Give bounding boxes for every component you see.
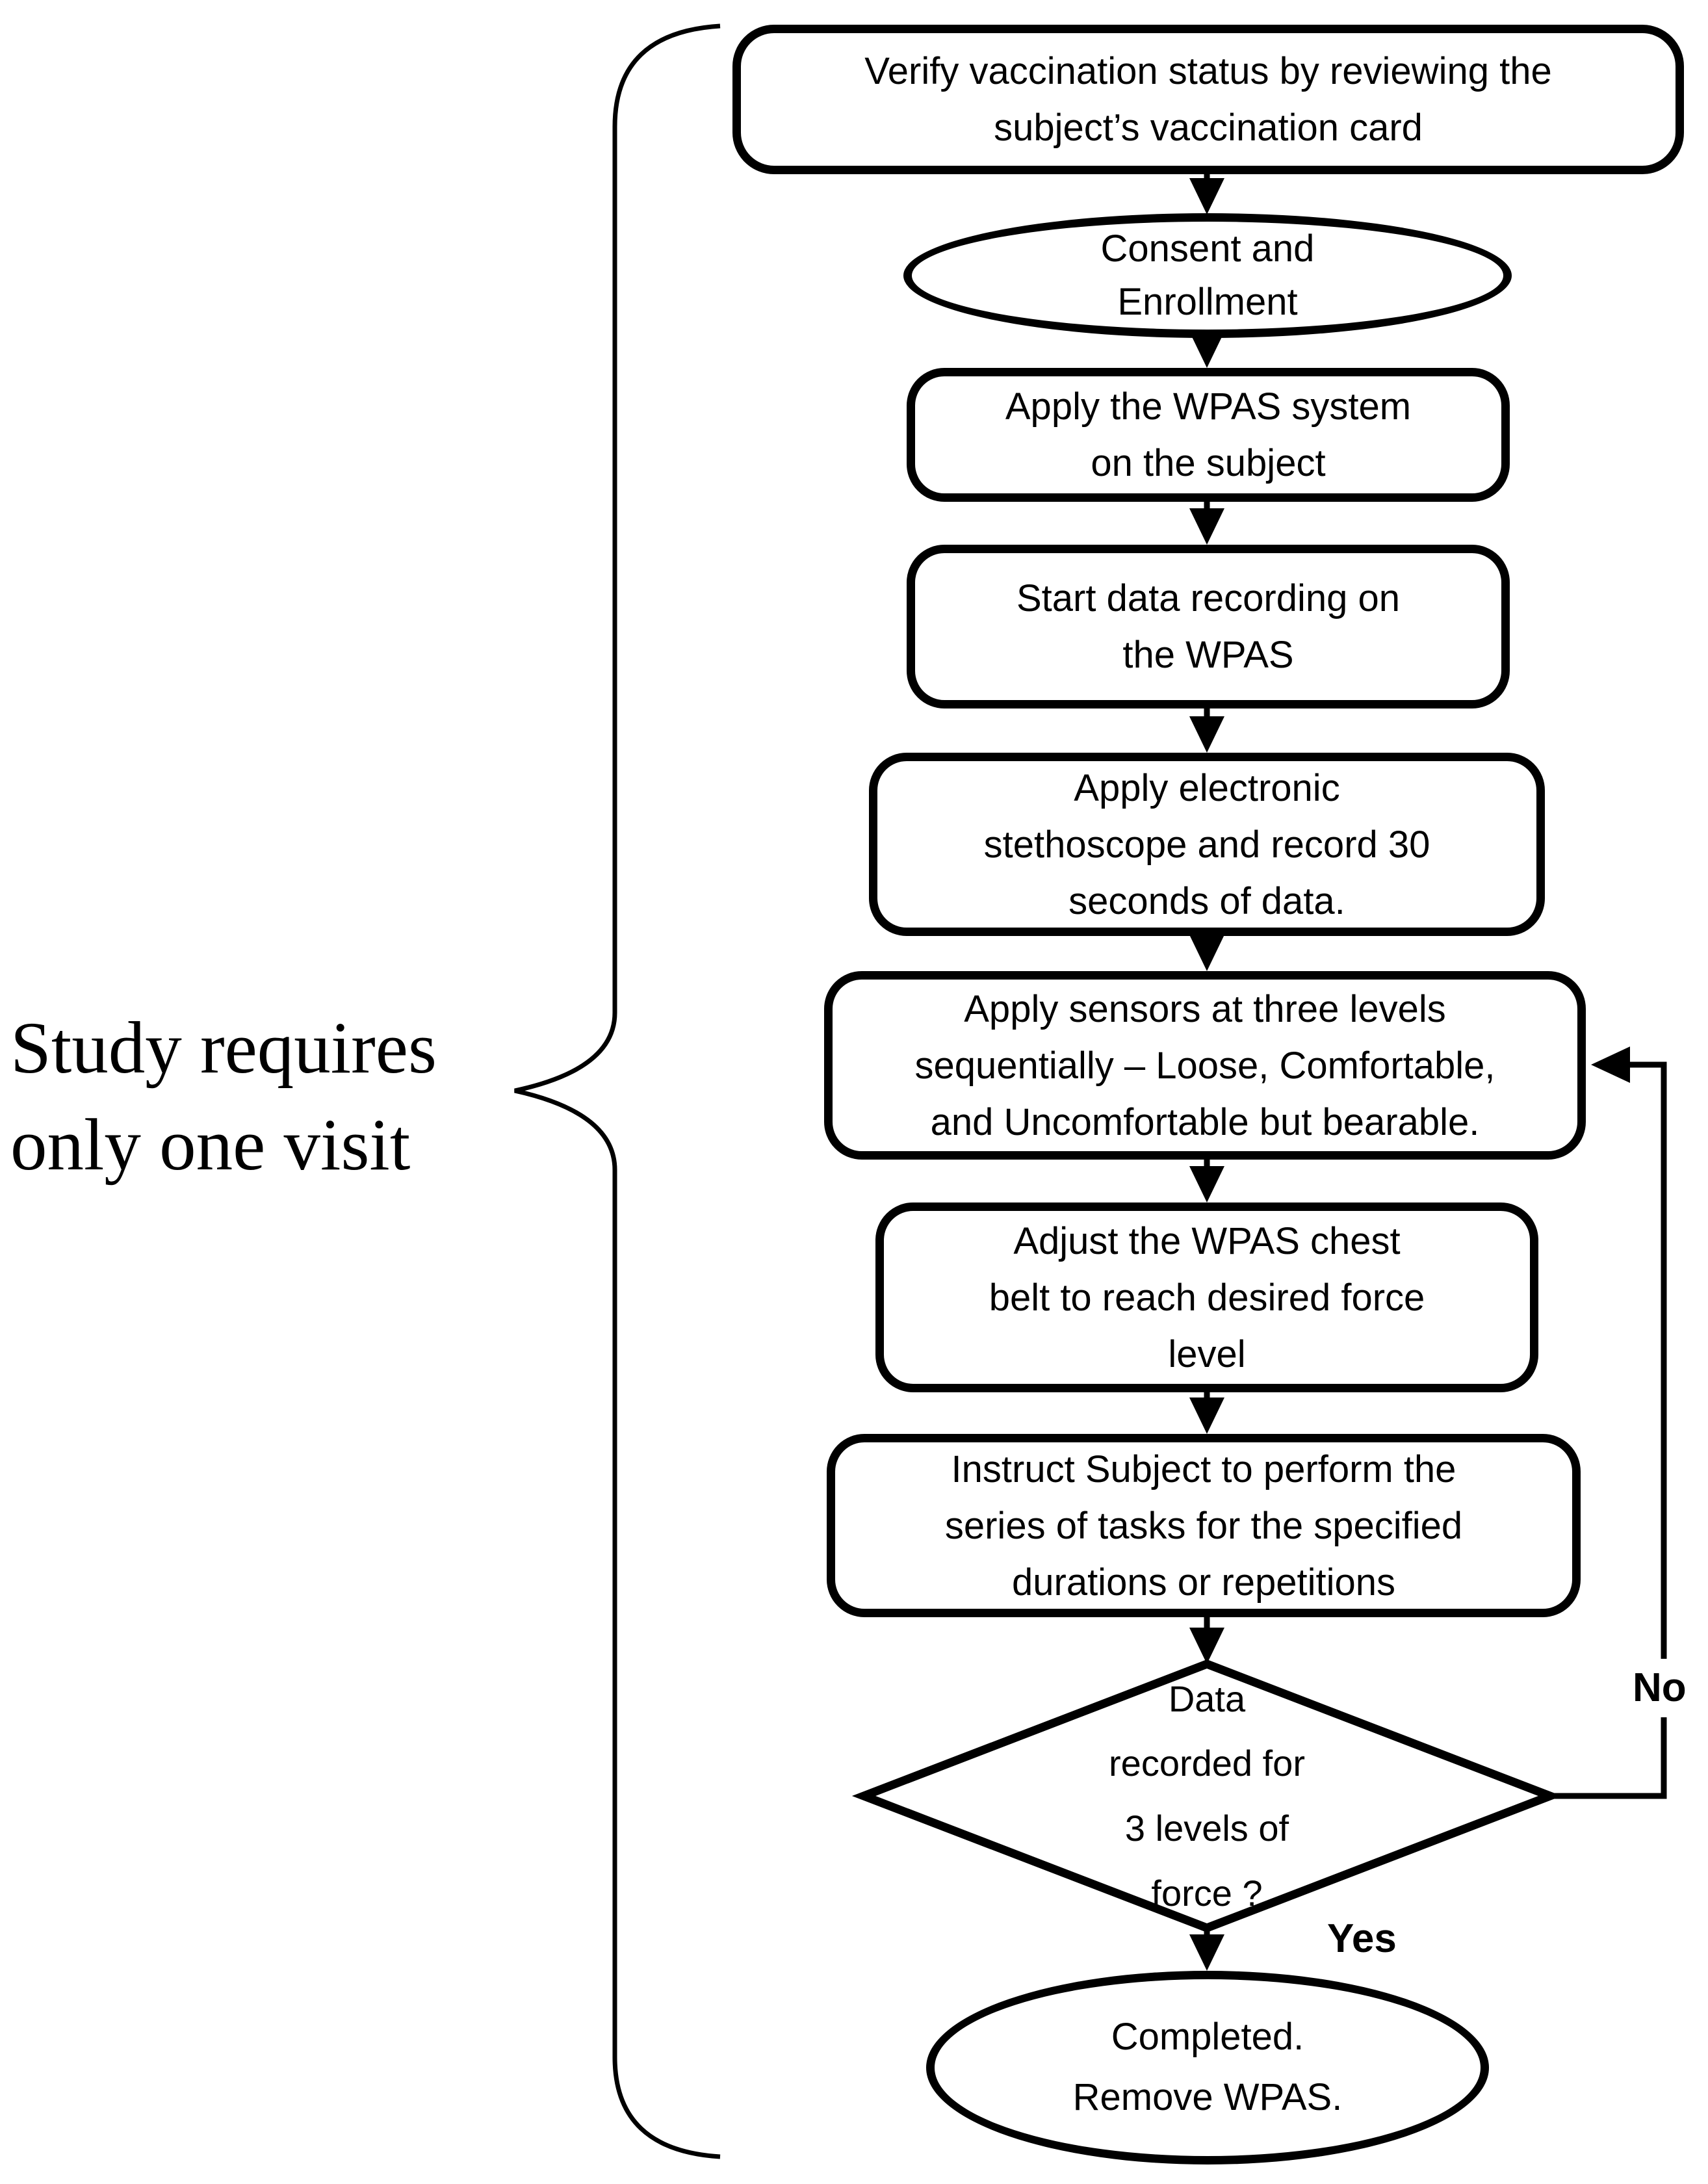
- step-start-recording-box: Start data recording on the WPAS: [907, 545, 1510, 708]
- arrow-instruct-to-decision: [1189, 1617, 1224, 1664]
- arrow-adjust-to-instruct: [1189, 1392, 1224, 1434]
- step-stethoscope-box: Apply electronic stethoscope and record …: [869, 753, 1545, 936]
- step-apply-wpas-box: Apply the WPAS system on the subject: [907, 368, 1510, 502]
- curly-brace: [514, 23, 721, 2159]
- arrow-applywpas-to-start: [1189, 502, 1224, 545]
- step-apply-sensors-box: Apply sensors at three levels sequential…: [824, 971, 1586, 1160]
- arrow-stethoscope-to-sensors: [1189, 935, 1224, 971]
- side-label: Study requires only one visit: [10, 1008, 437, 1186]
- flow-arrows: [1189, 174, 1224, 1971]
- decision-diamond-shape: [851, 1659, 1562, 1932]
- completed-ellipse: Completed. Remove WPAS.: [926, 1971, 1489, 2164]
- arrow-verify-to-consent: [1189, 174, 1224, 214]
- step-verify-vaccination-box: Verify vaccination status by reviewing t…: [732, 25, 1684, 174]
- consent-enrollment-ellipse: Consent and Enrollment: [903, 213, 1512, 338]
- yes-branch-label: Yes: [1327, 1916, 1397, 1961]
- step-instruct-subject-box: Instruct Subject to perform the series o…: [827, 1434, 1581, 1617]
- step-adjust-belt-box: Adjust the WPAS chest belt to reach desi…: [875, 1202, 1538, 1392]
- no-loop-line: [1550, 1046, 1667, 1799]
- arrow-decision-to-completed: [1189, 1928, 1224, 1971]
- decision-diamond-label: Data recorded for 3 levels of force ?: [1109, 1678, 1305, 1914]
- arrow-sensors-to-adjust: [1189, 1160, 1224, 1202]
- arrow-start-to-stethoscope: [1189, 708, 1224, 753]
- no-branch-label: No: [1622, 1659, 1697, 1717]
